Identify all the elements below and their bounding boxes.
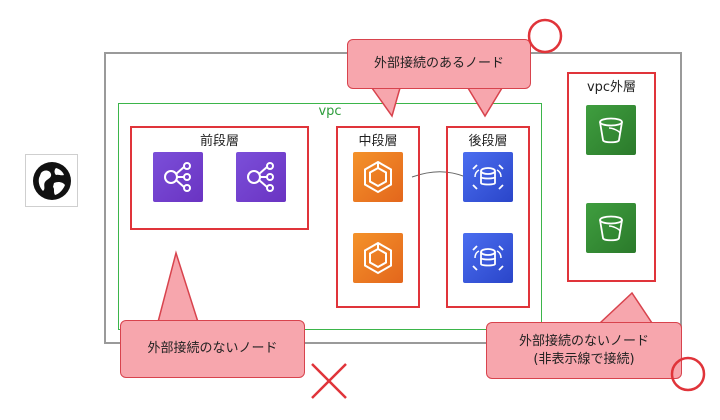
outside-vpc-group: vpc外層 (567, 72, 656, 282)
globe-icon (32, 161, 71, 200)
circle-mark-icon (670, 356, 706, 392)
tier-connector-line (411, 171, 467, 178)
ecs-container-icon (364, 160, 392, 194)
ecs-container-icon (364, 241, 392, 275)
internet-node[interactable] (25, 154, 78, 207)
middle-tier-label: 中段層 (358, 134, 398, 149)
database-node-2[interactable] (463, 233, 513, 283)
bottom-right-callout-line2: (非表示線で接続) (533, 351, 635, 367)
s3-bucket-node-1[interactable] (586, 105, 636, 155)
database-node-1[interactable] (463, 152, 513, 202)
database-icon (472, 164, 504, 190)
circle-mark-icon (527, 18, 563, 54)
back-tier-group: 後段層 (446, 126, 530, 308)
back-tier-label: 後段層 (468, 134, 508, 149)
vpc-boundary (118, 103, 542, 330)
load-balancer-icon (247, 162, 274, 192)
load-balancer-node-1[interactable] (153, 152, 203, 202)
bottom-left-callout-text: 外部接続のないノード (147, 341, 278, 356)
load-balancer-node-2[interactable] (236, 152, 286, 202)
bottom-right-callout: 外部接続のないノード (非表示線で接続) (486, 322, 682, 379)
s3-bucket-node-2[interactable] (586, 203, 636, 253)
front-tier-label: 前段層 (199, 134, 239, 149)
load-balancer-icon (164, 162, 191, 192)
ecs-node-1[interactable] (353, 152, 403, 202)
s3-bucket-icon (599, 117, 623, 144)
database-icon (472, 245, 504, 271)
bottom-right-callout-line1: 外部接続のないノード (518, 333, 649, 349)
middle-tier-group: 中段層 (336, 126, 420, 308)
cross-mark-icon (311, 363, 347, 399)
ecs-node-2[interactable] (353, 233, 403, 283)
top-callout-text: 外部接続のあるノード (373, 56, 504, 71)
s3-bucket-icon (599, 215, 623, 242)
top-callout: 外部接続のあるノード (347, 39, 531, 89)
front-tier-group: 前段層 (130, 126, 309, 230)
outside-vpc-label: vpc外層 (586, 80, 637, 95)
vpc-label: vpc (318, 104, 342, 119)
bottom-left-callout: 外部接続のないノード (120, 320, 305, 378)
